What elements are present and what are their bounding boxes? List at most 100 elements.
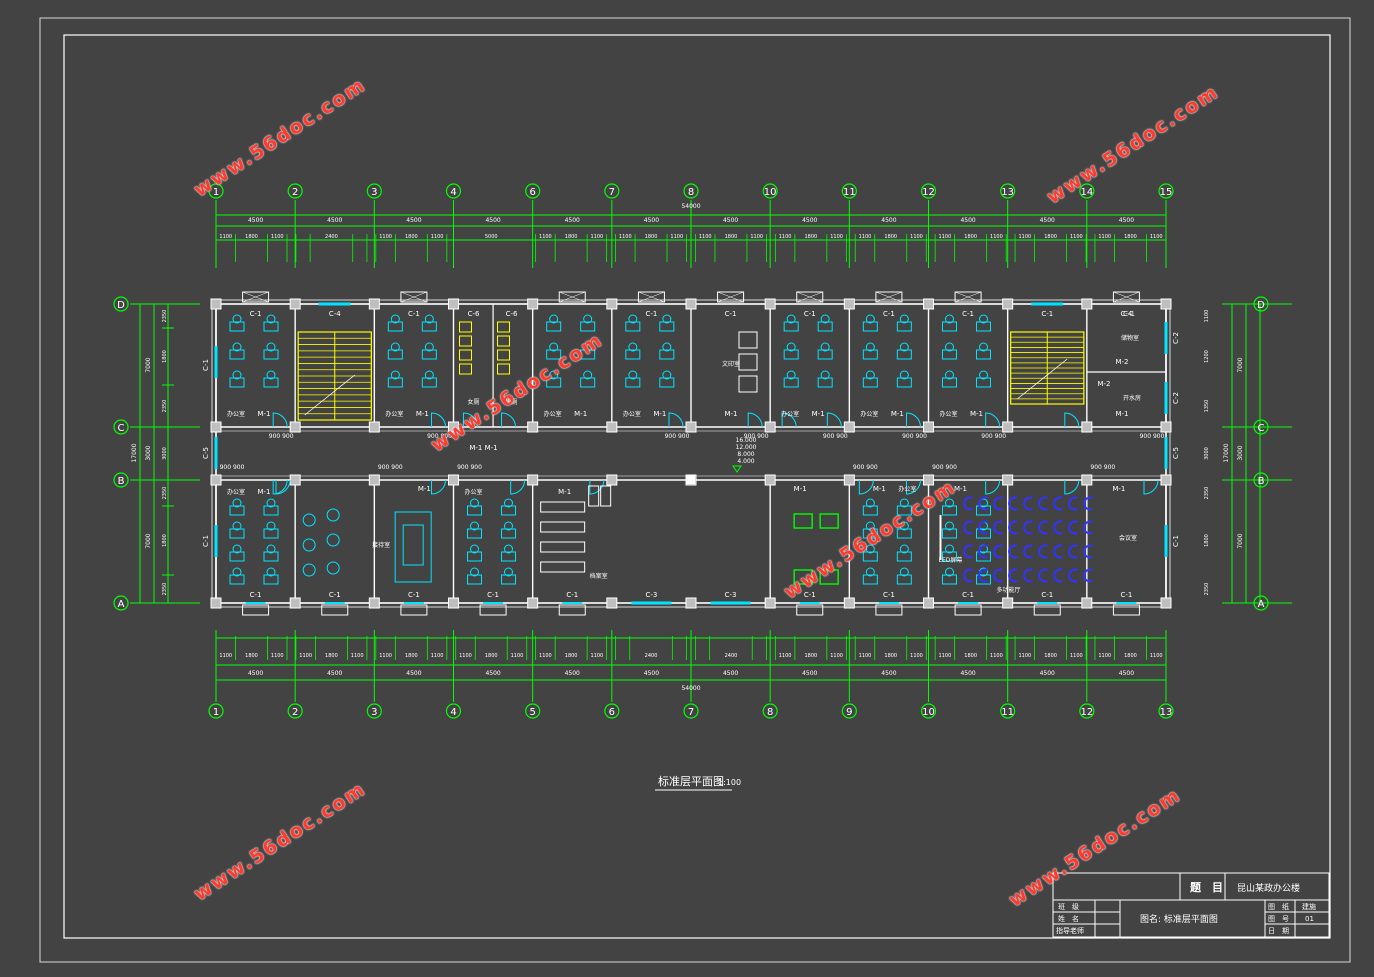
door-tag: M-1 bbox=[891, 410, 904, 418]
door-tag: M-1 bbox=[873, 485, 886, 493]
chair bbox=[232, 567, 242, 577]
axis-label-top: 11 bbox=[843, 187, 856, 198]
bottom-bay-dim: 4500 bbox=[565, 670, 580, 677]
chair bbox=[899, 370, 909, 380]
column bbox=[289, 597, 301, 609]
tb-label-sheet: 图 纸 bbox=[1268, 902, 1289, 911]
chair bbox=[945, 498, 954, 508]
bottom-detail-dim: 1100 bbox=[271, 653, 284, 659]
tb-value-number: 01 bbox=[1305, 915, 1314, 923]
window-tag-bottom: C-3 bbox=[645, 591, 657, 599]
archive-shelf bbox=[540, 561, 586, 573]
top-detail-dim: 1800 bbox=[964, 234, 977, 240]
desk bbox=[976, 321, 991, 332]
window-bottom-box bbox=[1112, 604, 1140, 616]
reception-chair bbox=[302, 513, 316, 527]
door-tag: M-1 bbox=[653, 410, 666, 418]
hall-chair bbox=[1038, 544, 1048, 559]
chair bbox=[232, 544, 242, 554]
elevation-value: 16.000 bbox=[736, 437, 757, 444]
column bbox=[1002, 474, 1014, 486]
chair bbox=[470, 521, 479, 531]
chair bbox=[470, 498, 479, 508]
meeting-table bbox=[793, 569, 813, 585]
door-tag: M-1 bbox=[257, 488, 270, 496]
door-tag: M-1 bbox=[794, 485, 807, 493]
axis-label-right: C bbox=[1258, 423, 1265, 434]
meeting-table bbox=[819, 513, 839, 529]
chair bbox=[266, 370, 276, 380]
desk bbox=[896, 321, 912, 332]
desk bbox=[467, 574, 482, 585]
top-detail-dim: 1800 bbox=[725, 234, 738, 240]
desk bbox=[229, 321, 245, 332]
desk bbox=[501, 528, 516, 539]
column bbox=[685, 298, 697, 310]
window-top-box bbox=[242, 291, 270, 303]
top-detail-dim: 1100 bbox=[1070, 234, 1083, 240]
desk bbox=[896, 377, 912, 388]
desk bbox=[467, 551, 482, 562]
axis-bubble-top bbox=[208, 183, 224, 199]
door-dim-north: 900 900 bbox=[427, 433, 452, 440]
top-bay-dim: 4500 bbox=[327, 217, 342, 224]
column bbox=[527, 298, 539, 310]
column bbox=[764, 421, 776, 433]
chair bbox=[865, 544, 875, 554]
top-bay-dim: 4500 bbox=[881, 217, 896, 224]
axis-label-left: A bbox=[118, 599, 125, 610]
window-box-cross bbox=[638, 291, 665, 303]
axis-bubble-top bbox=[287, 183, 303, 199]
column bbox=[368, 597, 380, 609]
elevation-value: 4.000 bbox=[737, 458, 754, 465]
hall-chair bbox=[963, 568, 973, 583]
chair bbox=[583, 370, 593, 380]
column bbox=[764, 597, 776, 609]
desk bbox=[862, 505, 878, 516]
chair bbox=[628, 370, 638, 380]
door-south-office bbox=[1064, 479, 1080, 495]
hall-chair bbox=[1053, 544, 1063, 559]
sheet-outer-border bbox=[39, 17, 1351, 963]
axis-bubble-bottom bbox=[762, 703, 778, 719]
bottom-bay-dim: 4500 bbox=[802, 670, 817, 677]
axis-bubble-right bbox=[1253, 296, 1269, 312]
door-tag: M-1 bbox=[574, 410, 587, 418]
desk bbox=[580, 321, 596, 332]
column bbox=[1160, 298, 1172, 310]
archive-shelf bbox=[540, 521, 586, 533]
column bbox=[1081, 597, 1093, 609]
bottom-detail-dim: 1100 bbox=[539, 653, 552, 659]
column bbox=[527, 474, 539, 486]
desk bbox=[896, 528, 912, 539]
door-wc-men bbox=[501, 412, 516, 428]
toilet-stall bbox=[497, 335, 510, 347]
column bbox=[1002, 421, 1014, 433]
door-south-office bbox=[510, 479, 526, 495]
desk bbox=[942, 505, 957, 516]
door-south-mid bbox=[858, 479, 874, 495]
top-detail-dim: 1100 bbox=[619, 234, 632, 240]
room-label-office: 办公室 bbox=[898, 485, 916, 493]
desk bbox=[976, 377, 991, 388]
door-south-office bbox=[906, 479, 921, 495]
left-dim-1: 7000 bbox=[145, 357, 152, 372]
desk bbox=[976, 528, 991, 539]
axis-label-top: 7 bbox=[609, 187, 615, 198]
door-north-office bbox=[747, 412, 763, 428]
chair bbox=[899, 314, 909, 324]
bottom-detail-dim: 1100 bbox=[830, 653, 843, 659]
desk bbox=[976, 551, 991, 562]
window-tag-right: C-2 bbox=[1172, 332, 1180, 344]
column bbox=[606, 421, 618, 433]
axis-label-top: 8 bbox=[688, 187, 694, 198]
axis-label-bottom: 4 bbox=[450, 707, 456, 718]
door-dim-north: 900 900 bbox=[269, 433, 294, 440]
window-box-cross bbox=[242, 291, 269, 303]
top-detail-dim: 1800 bbox=[645, 234, 658, 240]
hall-chair bbox=[1068, 520, 1078, 535]
bottom-bay-dim: 4500 bbox=[881, 670, 896, 677]
desk bbox=[387, 349, 403, 360]
desk bbox=[625, 377, 641, 388]
door-north-office bbox=[668, 412, 684, 428]
